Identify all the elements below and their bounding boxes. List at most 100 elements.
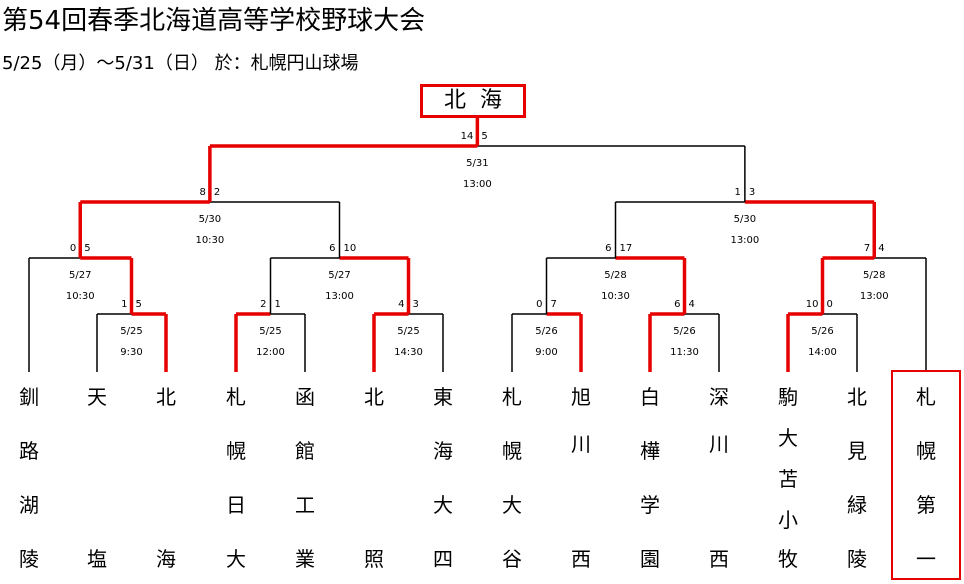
game-time: 13:00 (325, 291, 354, 302)
team-name-char: 幌 (226, 439, 246, 463)
team-name-char: 館 (295, 439, 315, 463)
game-date: 5/26 (535, 326, 557, 337)
score-right: 2 (214, 187, 220, 198)
score-left: 2 (260, 299, 266, 310)
team-name-char: 幌 (502, 439, 522, 463)
team-name-char: 駒 (778, 385, 798, 409)
game-date: 5/27 (69, 270, 91, 281)
game-time: 11:30 (670, 347, 699, 358)
score-right: 0 (827, 299, 833, 310)
score-right: 3 (413, 299, 419, 310)
team-column: 北見緑陵 (837, 386, 877, 576)
team-name-char: 旭 (571, 385, 591, 409)
team-name-char: 海 (156, 547, 176, 571)
game-time: 10:30 (66, 291, 95, 302)
score-right: 5 (481, 131, 487, 142)
score-left: 6 (674, 299, 680, 310)
game-date: 5/26 (673, 326, 695, 337)
game-time: 13:00 (730, 235, 759, 246)
score-right: 1 (275, 299, 281, 310)
team-name-char: 東 (433, 385, 453, 409)
score-right: 7 (551, 299, 557, 310)
team-column: 天塩 (77, 386, 117, 576)
score-left: 0 (70, 243, 76, 254)
score-left: 1 (121, 299, 127, 310)
team-column: 深川西 (699, 386, 739, 576)
team-column: 東海大四 (423, 386, 463, 576)
team-name-char: 一 (916, 547, 936, 571)
game-date: 5/25 (120, 326, 142, 337)
page-title: 第54回春季北海道高等学校野球大会 (2, 6, 426, 36)
score-left: 6 (605, 243, 611, 254)
game-date: 5/25 (259, 326, 281, 337)
game-time: 9:30 (120, 347, 142, 358)
score-right: 5 (136, 299, 142, 310)
team-name-char: 西 (571, 547, 591, 571)
team-name-char: 函 (295, 385, 315, 409)
team-name-char: 幌 (916, 439, 936, 463)
score-right: 4 (878, 243, 884, 254)
game-time: 10:30 (601, 291, 630, 302)
team-name-char: 見 (847, 439, 867, 463)
score-left: 0 (536, 299, 542, 310)
team-column: 白樺学園 (630, 386, 670, 576)
team-name-char: 小 (778, 508, 798, 532)
game-time: 14:30 (394, 347, 423, 358)
score-right: 4 (689, 299, 695, 310)
team-name-char: 樺 (640, 439, 660, 463)
team-name-char: 大 (433, 493, 453, 517)
team-name-char: 陵 (19, 547, 39, 571)
team-name-char: 業 (295, 547, 315, 571)
team-name-char: 谷 (502, 547, 522, 571)
team-column: 札幌第一 (906, 386, 946, 576)
team-name-char: 北 (156, 385, 176, 409)
team-name-char: 学 (640, 493, 660, 517)
team-name-char: 陵 (847, 547, 867, 571)
team-column: 旭川西 (561, 386, 601, 576)
game-time: 10:30 (195, 235, 224, 246)
game-date: 5/26 (811, 326, 833, 337)
score-right: 17 (620, 243, 633, 254)
team-name-char: 牧 (778, 547, 798, 571)
game-time: 13:00 (463, 179, 492, 190)
game-time: 13:00 (860, 291, 889, 302)
team-column: 北照 (354, 386, 394, 576)
team-column: 北海 (146, 386, 186, 576)
score-right: 5 (84, 243, 90, 254)
team-name-char: 塩 (87, 547, 107, 571)
score-left: 10 (806, 299, 819, 310)
team-name-char: 海 (433, 439, 453, 463)
team-name-char: 北 (847, 385, 867, 409)
team-name-char: 園 (640, 547, 660, 571)
team-name-char: 路 (19, 439, 39, 463)
team-name-char: 札 (226, 385, 246, 409)
team-name-char: 札 (502, 385, 522, 409)
game-date: 5/25 (397, 326, 419, 337)
page-subtitle: 5/25（月）～5/31（日） 於：札幌円山球場 (2, 53, 359, 74)
team-column: 駒大苫小牧 (768, 386, 808, 576)
game-date: 5/30 (199, 214, 221, 225)
score-right: 3 (749, 187, 755, 198)
score-left: 1 (735, 187, 741, 198)
highlight-box (891, 370, 961, 580)
team-name-char: 四 (433, 547, 453, 571)
team-name-char: 白 (640, 385, 660, 409)
team-name-char: 日 (226, 493, 246, 517)
team-column: 札幌日大 (216, 386, 256, 576)
game-date: 5/28 (604, 270, 626, 281)
game-time: 9:00 (535, 347, 557, 358)
team-name-char: 湖 (19, 493, 39, 517)
team-name-char: 工 (295, 493, 315, 517)
score-left: 6 (329, 243, 335, 254)
team-name-char: 大 (226, 547, 246, 571)
team-column: 釧路湖陵 (9, 386, 49, 576)
team-name-char: 天 (87, 385, 107, 409)
score-left: 8 (200, 187, 206, 198)
team-column: 札幌大谷 (492, 386, 532, 576)
team-name-char: 西 (709, 547, 729, 571)
team-name-char: 大 (502, 493, 522, 517)
score-left: 14 (461, 131, 474, 142)
game-time: 14:00 (808, 347, 837, 358)
team-name-char: 北 (364, 385, 384, 409)
